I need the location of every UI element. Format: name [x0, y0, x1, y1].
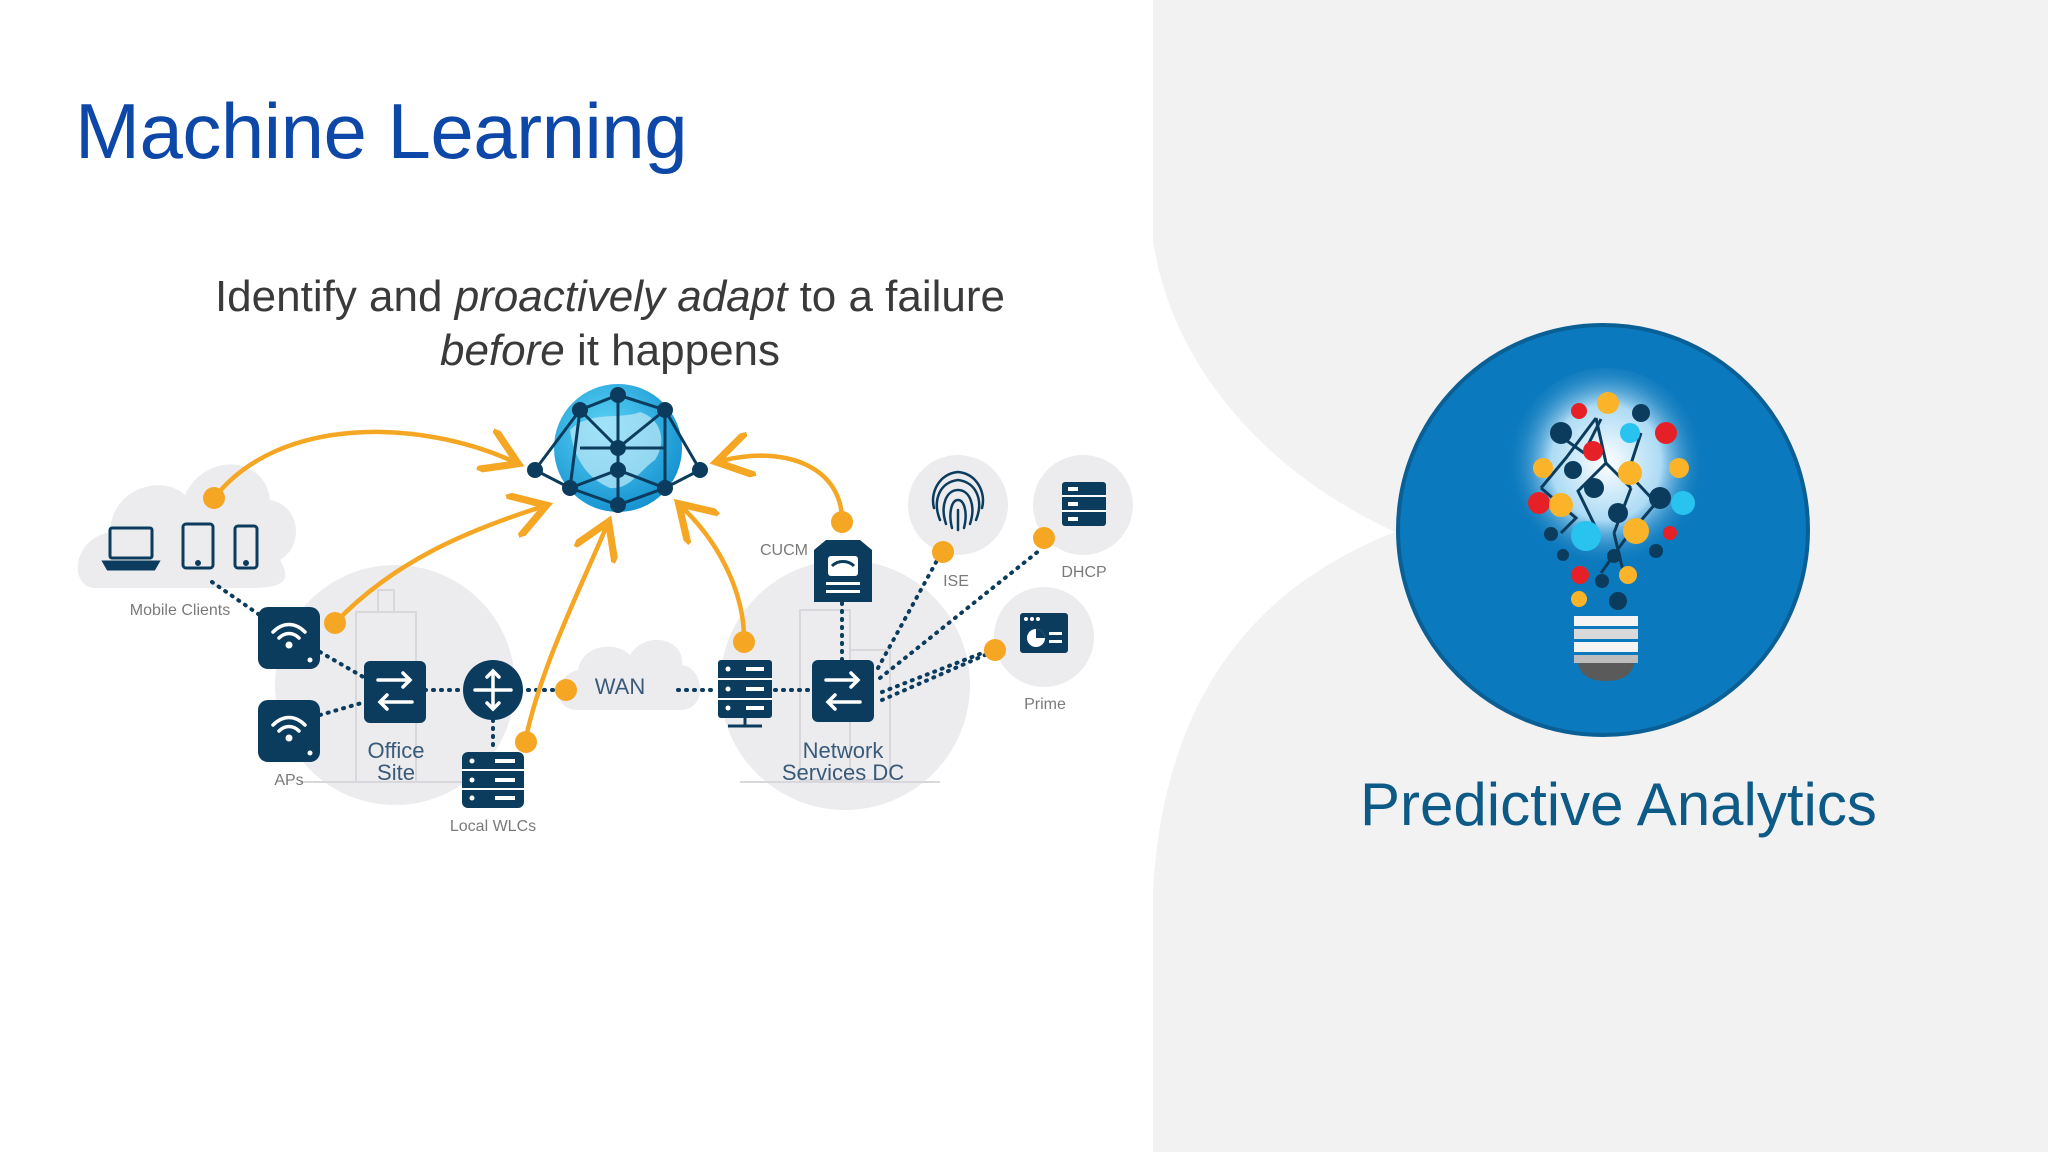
globe-icon	[527, 384, 708, 513]
ise-bg-circle	[908, 455, 1008, 555]
subtitle-emphasis: before	[439, 326, 565, 375]
switch-icon	[812, 660, 874, 722]
label-wan: WAN	[595, 674, 646, 699]
wifi-icon	[258, 700, 320, 762]
label-network-services-dc-2: Services DC	[782, 760, 904, 785]
phone-icon	[233, 524, 259, 570]
subtitle: Identify and proactively adapt to a fail…	[110, 270, 1110, 378]
network-diagram: Mobile Clients WAN	[77, 384, 1133, 835]
database-icon	[1062, 482, 1106, 526]
laptop-icon	[101, 526, 161, 571]
arrow-mobile-to-cloud	[212, 432, 510, 500]
slide-title: Machine Learning	[75, 87, 688, 175]
label-local-wlcs: Local WLCs	[450, 818, 536, 835]
orange-dots	[203, 487, 1055, 753]
label-mobile-clients: Mobile Clients	[130, 602, 230, 619]
predictive-analytics-caption: Predictive Analytics	[1360, 771, 1877, 838]
label-ise: ISE	[943, 573, 969, 590]
label-office-site-1: Office	[367, 738, 424, 763]
wan-cloud	[558, 639, 701, 710]
fingerprint-icon	[931, 470, 985, 532]
label-prime: Prime	[1024, 696, 1066, 713]
phone-desk-icon	[814, 540, 872, 602]
label-dhcp: DHCP	[1061, 564, 1106, 581]
subtitle-line-1: Identify and proactively adapt to a fail…	[110, 270, 1110, 324]
arrow-dc-to-cloud	[685, 510, 747, 645]
switch-icon	[364, 661, 426, 723]
dotted-links	[210, 548, 1042, 752]
server-icon	[462, 752, 524, 808]
arrow-wlc-to-cloud	[522, 530, 605, 745]
arrow-cucm-to-cloud	[725, 456, 845, 523]
wifi-icon	[258, 607, 320, 669]
orange-arrows	[212, 432, 845, 745]
label-network-services-dc-1: Network	[803, 738, 885, 763]
predictive-analytics-graphic	[1396, 323, 1810, 737]
router-icon	[463, 660, 523, 720]
tablet-icon	[181, 522, 215, 570]
label-cucm: CUCM	[760, 542, 808, 559]
arrow-ap-to-cloud	[332, 508, 538, 626]
subtitle-text: to a failure	[787, 272, 1006, 321]
subtitle-text: Identify and	[214, 272, 455, 321]
dashboard-icon	[1020, 613, 1068, 653]
label-aps: APs	[274, 772, 303, 789]
lightbulb-icon	[1506, 368, 1706, 681]
server-icon	[718, 660, 772, 728]
subtitle-emphasis: proactively adapt	[454, 272, 788, 321]
subtitle-line-2: before it happens	[110, 324, 1110, 378]
label-office-site-2: Site	[377, 760, 415, 785]
subtitle-text: it happens	[564, 326, 781, 375]
